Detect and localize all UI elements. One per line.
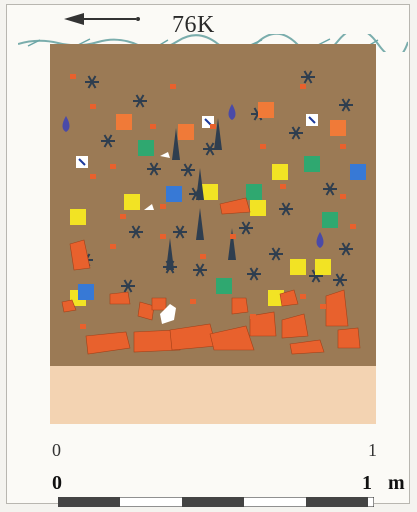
small-stone-fragment [90,104,96,109]
small-stone-fragment [90,174,96,179]
small-stone-fragment [160,204,166,209]
scale-end-upper: 1 [368,440,377,461]
small-stone-fragment [340,144,346,149]
scale-end-lower: 1 [362,472,372,495]
yellow-square [250,200,266,216]
small-stone-fragment [150,124,156,129]
small-stone-fragment [280,184,286,189]
stone-fragment [326,290,348,326]
small-stone-fragment [200,254,206,259]
yellow-square [202,184,218,200]
small-stone-fragment [120,214,126,219]
small-stone-fragment [160,234,166,239]
sand-layer [50,366,376,424]
small-stone-fragment [230,234,236,239]
scale-unit: m [388,472,405,495]
orange-square [116,114,132,130]
small-stone-fragment [320,304,326,309]
blue-square [78,284,94,300]
small-stone-fragment [250,314,256,319]
small-stone-fragment [70,74,76,79]
stone-fragment [232,298,248,314]
blue-square [350,164,366,180]
small-stone-fragment [300,84,306,89]
orange-square [330,120,346,136]
yellow-square [315,259,331,275]
stone-fragment [110,292,130,304]
small-stone-fragment [210,124,216,129]
small-stone-fragment [190,299,196,304]
orange-square [178,124,194,140]
trench-profile [50,44,376,424]
left-arrow-icon [64,11,144,32]
scale-bar [58,494,374,512]
small-stone-fragment [300,294,306,299]
small-stone-fragment [110,164,116,169]
scale-start-lower: 0 [52,472,62,495]
yellow-square [124,194,140,210]
small-stone-fragment [170,84,176,89]
green-square [216,278,232,294]
small-stone-fragment [80,324,86,329]
yellow-square [70,209,86,225]
small-stone-fragment [350,224,356,229]
blue-square [166,186,182,202]
green-square [246,184,262,200]
yellow-square [290,259,306,275]
stone-fragment [338,328,360,348]
green-square [304,156,320,172]
small-stone-fragment [340,194,346,199]
orange-square [258,102,274,118]
small-stone-fragment [110,244,116,249]
small-stone-fragment [260,144,266,149]
yellow-square [272,164,288,180]
stone-fragment [152,298,166,310]
scale-start-upper: 0 [52,440,61,461]
green-square [322,212,338,228]
green-square [138,140,154,156]
